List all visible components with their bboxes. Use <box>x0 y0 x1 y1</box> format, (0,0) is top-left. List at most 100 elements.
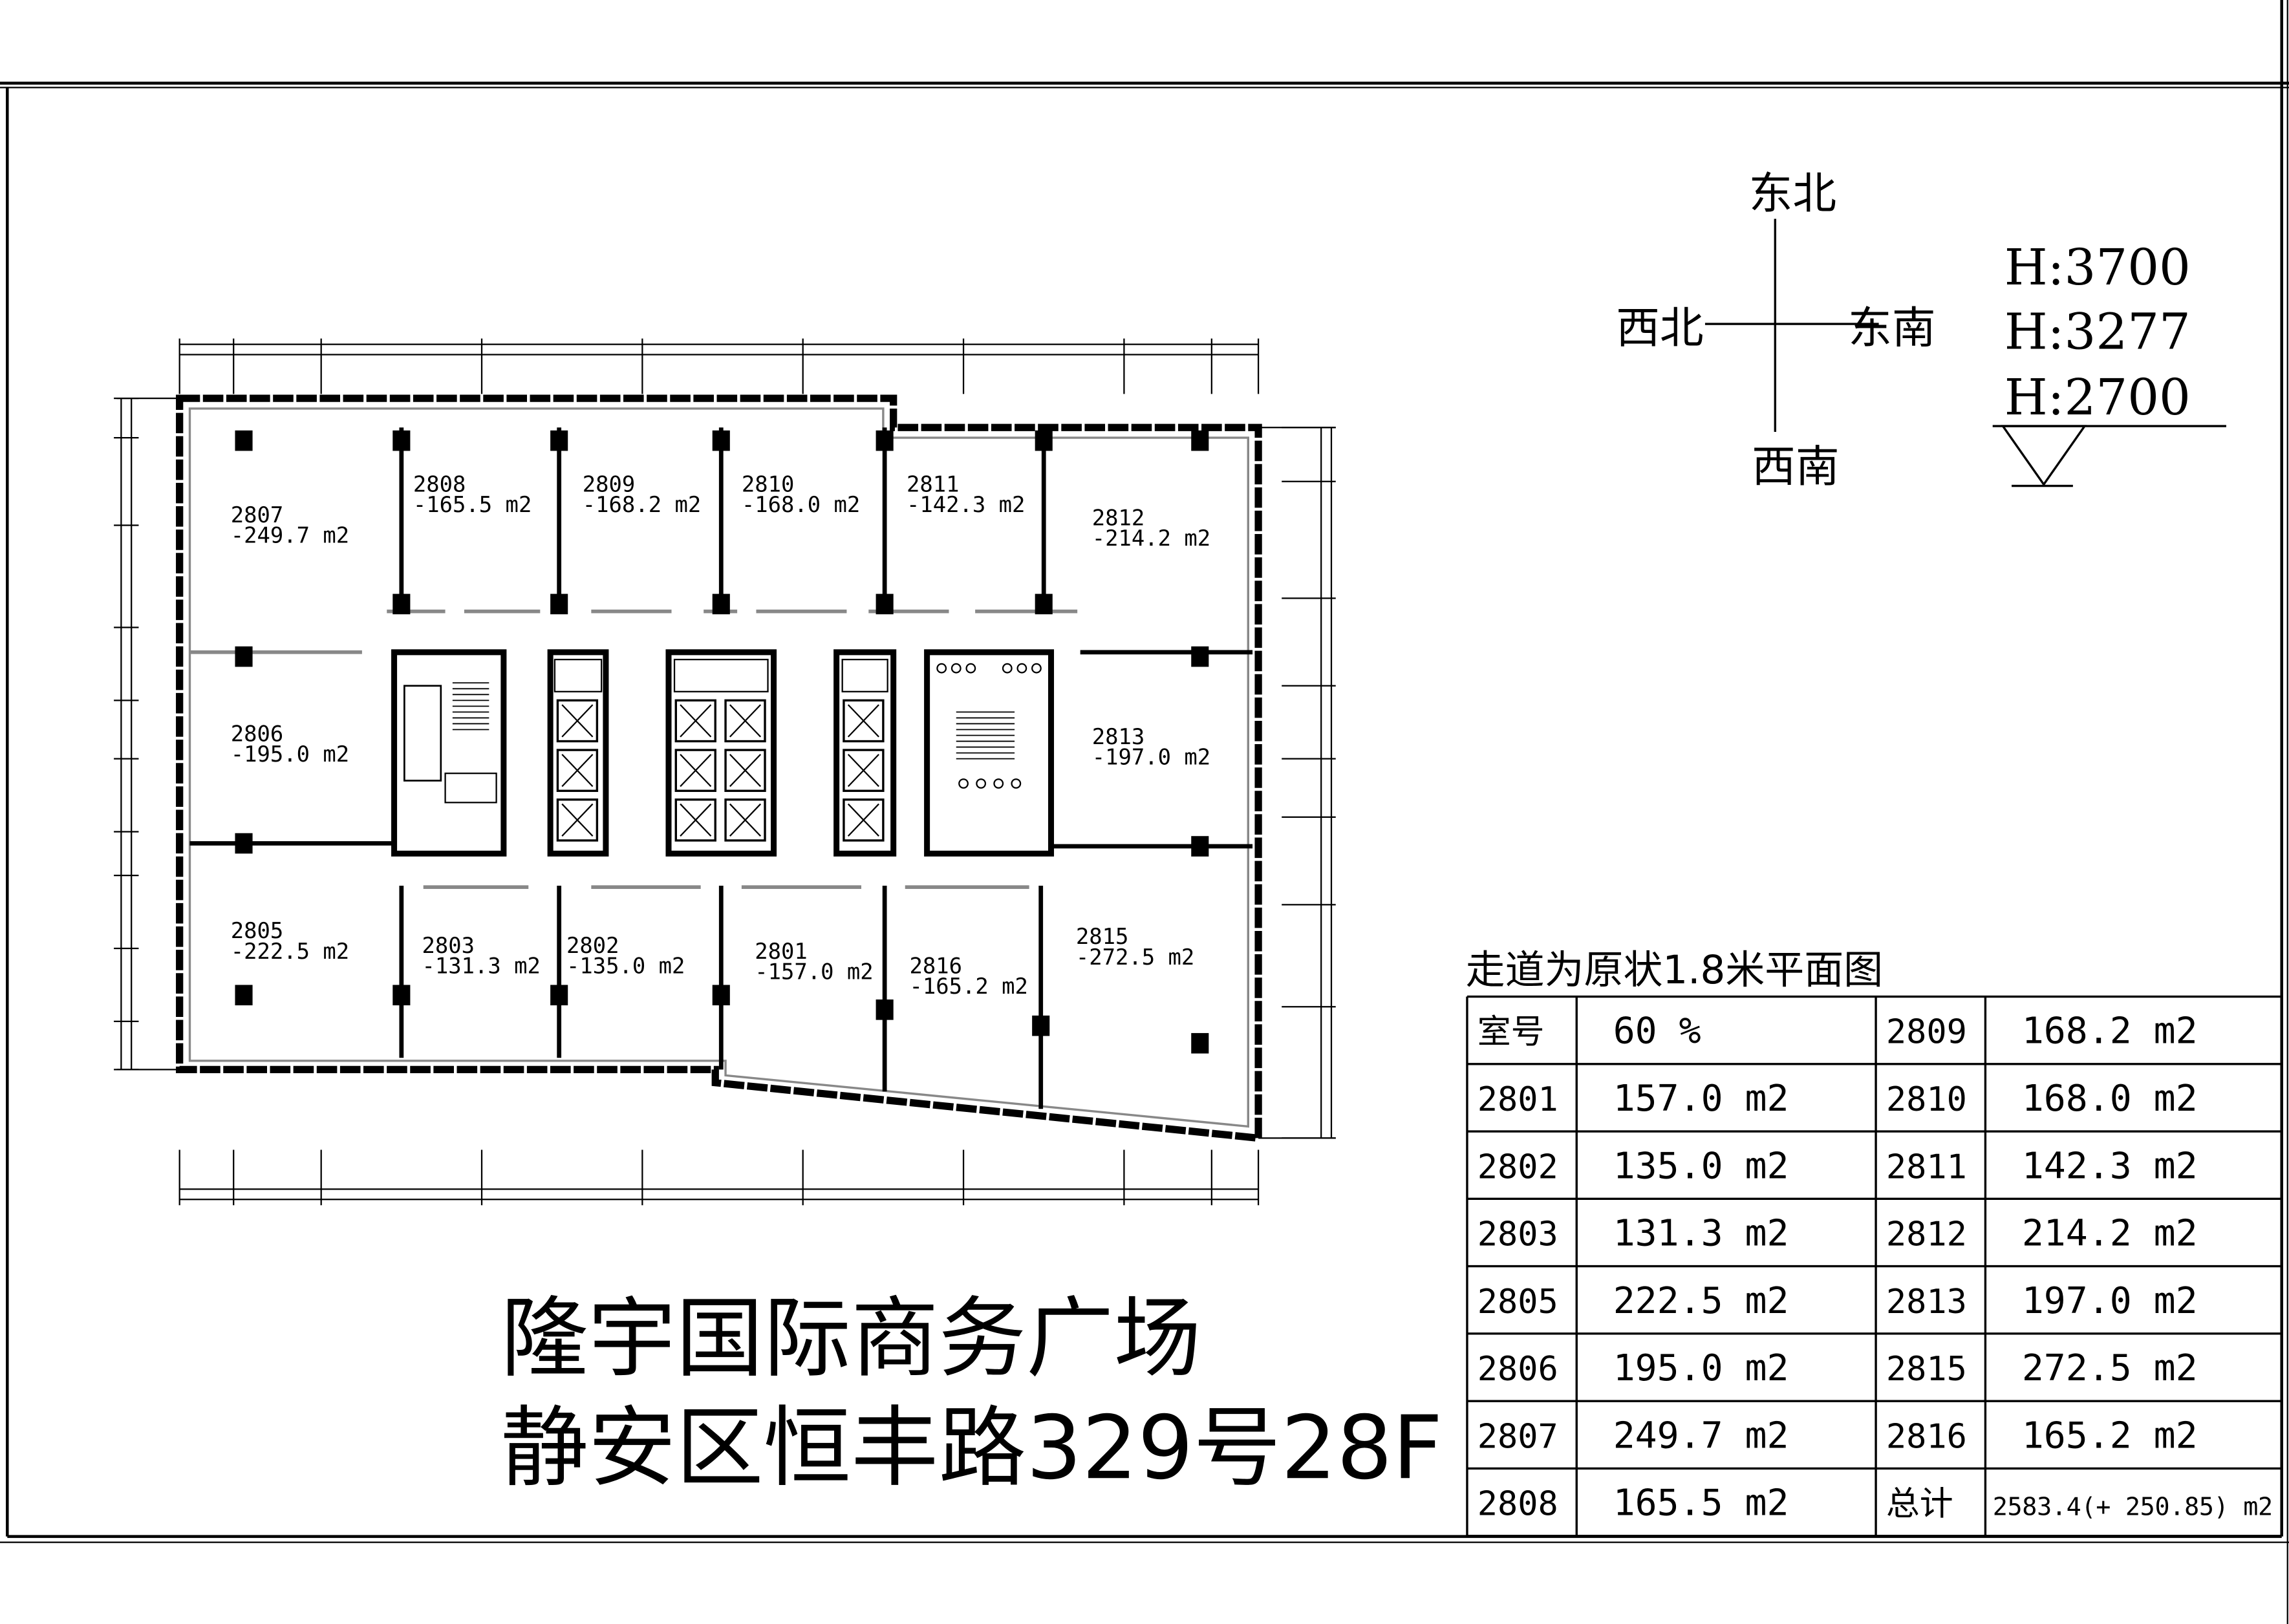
compass-east-label: 东南 <box>1848 302 1935 353</box>
structural-columns <box>235 430 1209 1054</box>
table-cell: 2815 <box>1886 1350 1967 1389</box>
height-label: H:3277 <box>2004 303 2191 361</box>
table-cell: 222.5 m2 <box>1613 1280 1789 1322</box>
table-cell: 2812 <box>1886 1215 1967 1254</box>
table-cell: 2808 <box>1478 1485 1558 1524</box>
column <box>712 593 730 615</box>
column <box>712 985 730 1006</box>
table-caption: 走道为原状1.8米平面图 <box>1466 947 1883 993</box>
column <box>1035 593 1053 615</box>
column <box>712 430 730 451</box>
table-cell: 2811 <box>1886 1148 1967 1186</box>
room-number: 2816 <box>910 953 963 978</box>
exterior-wall <box>176 394 1262 1142</box>
room-number: 2810 <box>742 472 795 497</box>
table-cell: 2813 <box>1886 1283 1967 1321</box>
room-label-2816: 2816-165.2 m2 <box>910 953 1028 999</box>
table-cell: 2583.4(+ 250.85) m2 <box>1993 1493 2273 1522</box>
table-cell: 60 % <box>1613 1010 1701 1052</box>
room-number: 2807 <box>231 502 284 528</box>
room-label-2809: 2809-168.2 m2 <box>583 472 701 518</box>
table-cell: 195.0 m2 <box>1613 1347 1789 1389</box>
room-label-2801: 2801-157.0 m2 <box>755 939 873 985</box>
column <box>550 593 568 615</box>
room-number: 2813 <box>1092 724 1145 749</box>
column <box>392 985 411 1006</box>
room-area: -195.0 m2 <box>231 742 349 767</box>
compass-south-label: 西南 <box>1752 441 1839 492</box>
room-number: 2805 <box>231 918 284 943</box>
column <box>235 646 253 667</box>
column <box>1035 430 1053 451</box>
room-label-2807: 2807-249.7 m2 <box>231 502 349 548</box>
orientation-compass: 东北 西北 东南 西南 <box>1616 168 1935 492</box>
table-cell: 197.0 m2 <box>2022 1280 2198 1322</box>
project-address: 静安区恒丰路329号28F <box>500 1396 1443 1499</box>
room-area: -168.2 m2 <box>583 492 701 517</box>
column <box>876 593 894 615</box>
room-number: 2802 <box>566 933 619 958</box>
column <box>1191 1032 1209 1054</box>
room-number: 2806 <box>231 721 284 747</box>
level-marker-icon <box>2001 425 2087 487</box>
column <box>392 593 411 615</box>
partition-walls <box>189 427 1253 1109</box>
room-area: -142.3 m2 <box>907 492 1025 517</box>
column <box>392 430 411 451</box>
room-area: -157.0 m2 <box>755 959 873 984</box>
dimension-ticks <box>114 338 1336 1206</box>
table-cell: 2803 <box>1478 1215 1558 1254</box>
table-cell: 249.7 m2 <box>1613 1415 1789 1457</box>
table-cell: 2801 <box>1478 1080 1558 1119</box>
table-cell: 2806 <box>1478 1350 1558 1389</box>
column <box>235 985 253 1006</box>
room-number: 2803 <box>422 933 475 958</box>
room-area: -131.3 m2 <box>422 953 540 978</box>
room-label-2810: 2810-168.0 m2 <box>742 472 860 518</box>
table-cell: 135.0 m2 <box>1613 1145 1789 1187</box>
table-cell: 2802 <box>1478 1148 1558 1186</box>
room-label-2813: 2813-197.0 m2 <box>1092 724 1210 770</box>
column <box>1191 430 1209 451</box>
room-area: -197.0 m2 <box>1092 745 1210 770</box>
table-cell: 165.2 m2 <box>2022 1415 2198 1457</box>
column <box>876 999 894 1020</box>
table-cell: 总计 <box>1886 1485 1953 1524</box>
column <box>1191 646 1209 667</box>
room-area: -168.0 m2 <box>742 492 860 517</box>
table-cell: 142.3 m2 <box>2022 1145 2198 1187</box>
height-label: H:2700 <box>2004 369 2191 427</box>
table-cell: 168.2 m2 <box>2022 1010 2198 1052</box>
room-label-2812: 2812-214.2 m2 <box>1092 506 1210 551</box>
room-label-2815: 2815-272.5 m2 <box>1076 924 1194 970</box>
room-number: 2811 <box>907 472 960 497</box>
interior-wall-line <box>188 407 1249 1128</box>
room-number: 2815 <box>1076 924 1129 949</box>
room-number: 2808 <box>413 472 466 497</box>
room-label-2808: 2808-165.5 m2 <box>413 472 532 518</box>
room-label-2802: 2802-135.0 m2 <box>566 933 685 979</box>
room-number: 2812 <box>1092 506 1145 531</box>
table-cell: 2816 <box>1886 1417 1967 1456</box>
table-cell: 2810 <box>1886 1080 1967 1119</box>
table-cell: 室号 <box>1478 1013 1545 1052</box>
table-cell: 168.0 m2 <box>2022 1078 2198 1120</box>
column <box>550 985 568 1006</box>
room-area: -214.2 m2 <box>1092 526 1210 551</box>
building-cores <box>391 649 1055 857</box>
room-area: -222.5 m2 <box>231 939 349 964</box>
table-cell: 2809 <box>1886 1013 1967 1052</box>
compass-west-label: 西北 <box>1616 302 1703 353</box>
column <box>1191 836 1209 857</box>
room-area: -165.5 m2 <box>413 492 532 517</box>
table-row: 2802 135.0 m2 2811 142.3 m2 <box>1478 1145 2198 1187</box>
room-area: -272.5 m2 <box>1076 945 1194 970</box>
room-number: 2809 <box>583 472 636 497</box>
room-label-2803: 2803-131.3 m2 <box>422 933 540 979</box>
room-area: -165.2 m2 <box>910 974 1028 999</box>
